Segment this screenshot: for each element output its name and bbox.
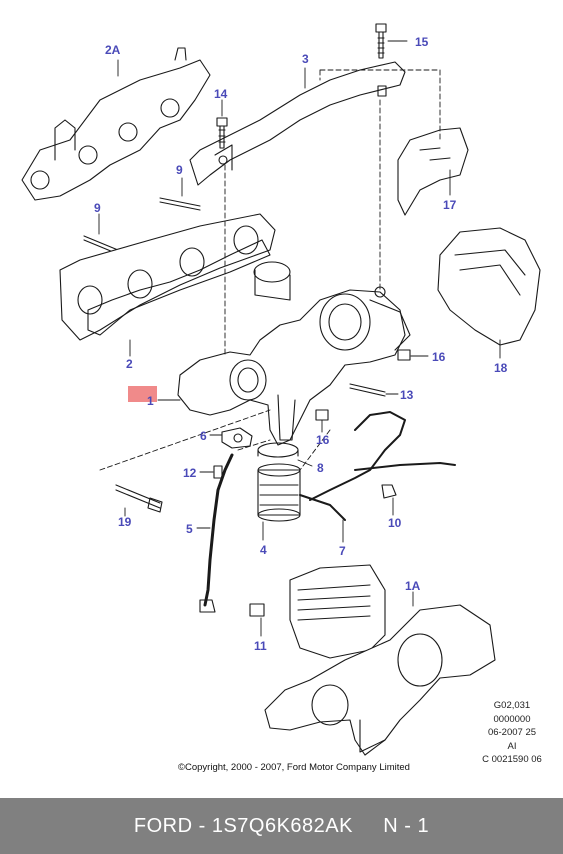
callout-15[interactable]: 15: [415, 35, 429, 49]
gasket-6: [221, 427, 253, 449]
gasket-2: [59, 213, 276, 341]
callout-2a[interactable]: 2A: [105, 43, 121, 57]
exploded-parts-diagram: [21, 23, 541, 756]
reference-line-1: G02,031: [493, 700, 531, 711]
callout-1a[interactable]: 1A: [405, 579, 421, 593]
callout-17[interactable]: 17: [443, 198, 457, 212]
callout-8[interactable]: 8: [317, 461, 324, 475]
callout-16b[interactable]: 16: [316, 433, 330, 447]
reference-line-2: 0000000: [493, 713, 531, 725]
nut-16a: [397, 349, 411, 361]
heat-shield-17: [397, 127, 469, 216]
highlight-marker: [128, 386, 157, 402]
footer-bar: FORD - 1S7Q6K682AK N - 1: [0, 798, 563, 854]
bracket-3: [189, 61, 406, 186]
banjo-bolt-10: [381, 484, 397, 499]
callout-18[interactable]: 18: [494, 361, 508, 375]
screw-12: [213, 465, 223, 479]
turbocharger-1: [177, 261, 411, 446]
callout-2[interactable]: 2: [126, 357, 133, 371]
reference-line-4: AI: [507, 740, 517, 752]
callout-3[interactable]: 3: [302, 52, 309, 66]
reference-line-5: C 0021590 06: [482, 754, 542, 765]
drawing-reference-block: G02,031 0000000 06-2007 25 AI C 0021590 …: [472, 699, 552, 767]
stud-14: [216, 117, 228, 149]
stud-19: [115, 484, 163, 513]
bolt-13: [349, 383, 386, 397]
bolt-15: [375, 23, 387, 59]
callout-leaders: [98, 40, 501, 637]
callout-5[interactable]: 5: [186, 522, 193, 536]
callout-6[interactable]: 6: [200, 429, 207, 443]
callout-9a[interactable]: 9: [176, 163, 183, 177]
callout-4[interactable]: 4: [260, 543, 267, 557]
callout-14[interactable]: 14: [214, 87, 228, 101]
part-number-caption: FORD - 1S7Q6K682AK N - 1: [133, 814, 430, 837]
callout-19[interactable]: 19: [118, 515, 132, 529]
bolt-11: [249, 603, 265, 617]
oil-return-pipe-5: [199, 453, 234, 613]
callout-12[interactable]: 12: [183, 466, 197, 480]
oil-feed-pipe-7: [299, 411, 456, 521]
copyright-notice: ©Copyright, 2000 - 2007, Ford Motor Comp…: [178, 762, 410, 773]
turbocharger-assembly-1a: [264, 564, 496, 756]
nut-16b: [315, 409, 329, 421]
studs-9: [83, 197, 201, 255]
callout-7[interactable]: 7: [339, 544, 346, 558]
reference-line-3: 06-2007 25: [487, 727, 537, 738]
callout-11[interactable]: 11: [254, 639, 267, 653]
callout-13[interactable]: 13: [400, 388, 414, 402]
dash-dot-guide-lines: [99, 69, 441, 471]
heat-shield-18: [437, 227, 541, 346]
callout-10[interactable]: 10: [388, 516, 402, 530]
hose-4: [257, 463, 301, 522]
callout-1[interactable]: 1: [147, 394, 154, 408]
callout-16a[interactable]: 16: [432, 350, 446, 364]
callout-9b[interactable]: 9: [94, 201, 101, 215]
heat-shield-2a: [21, 47, 211, 201]
clamp-8: [257, 442, 299, 458]
